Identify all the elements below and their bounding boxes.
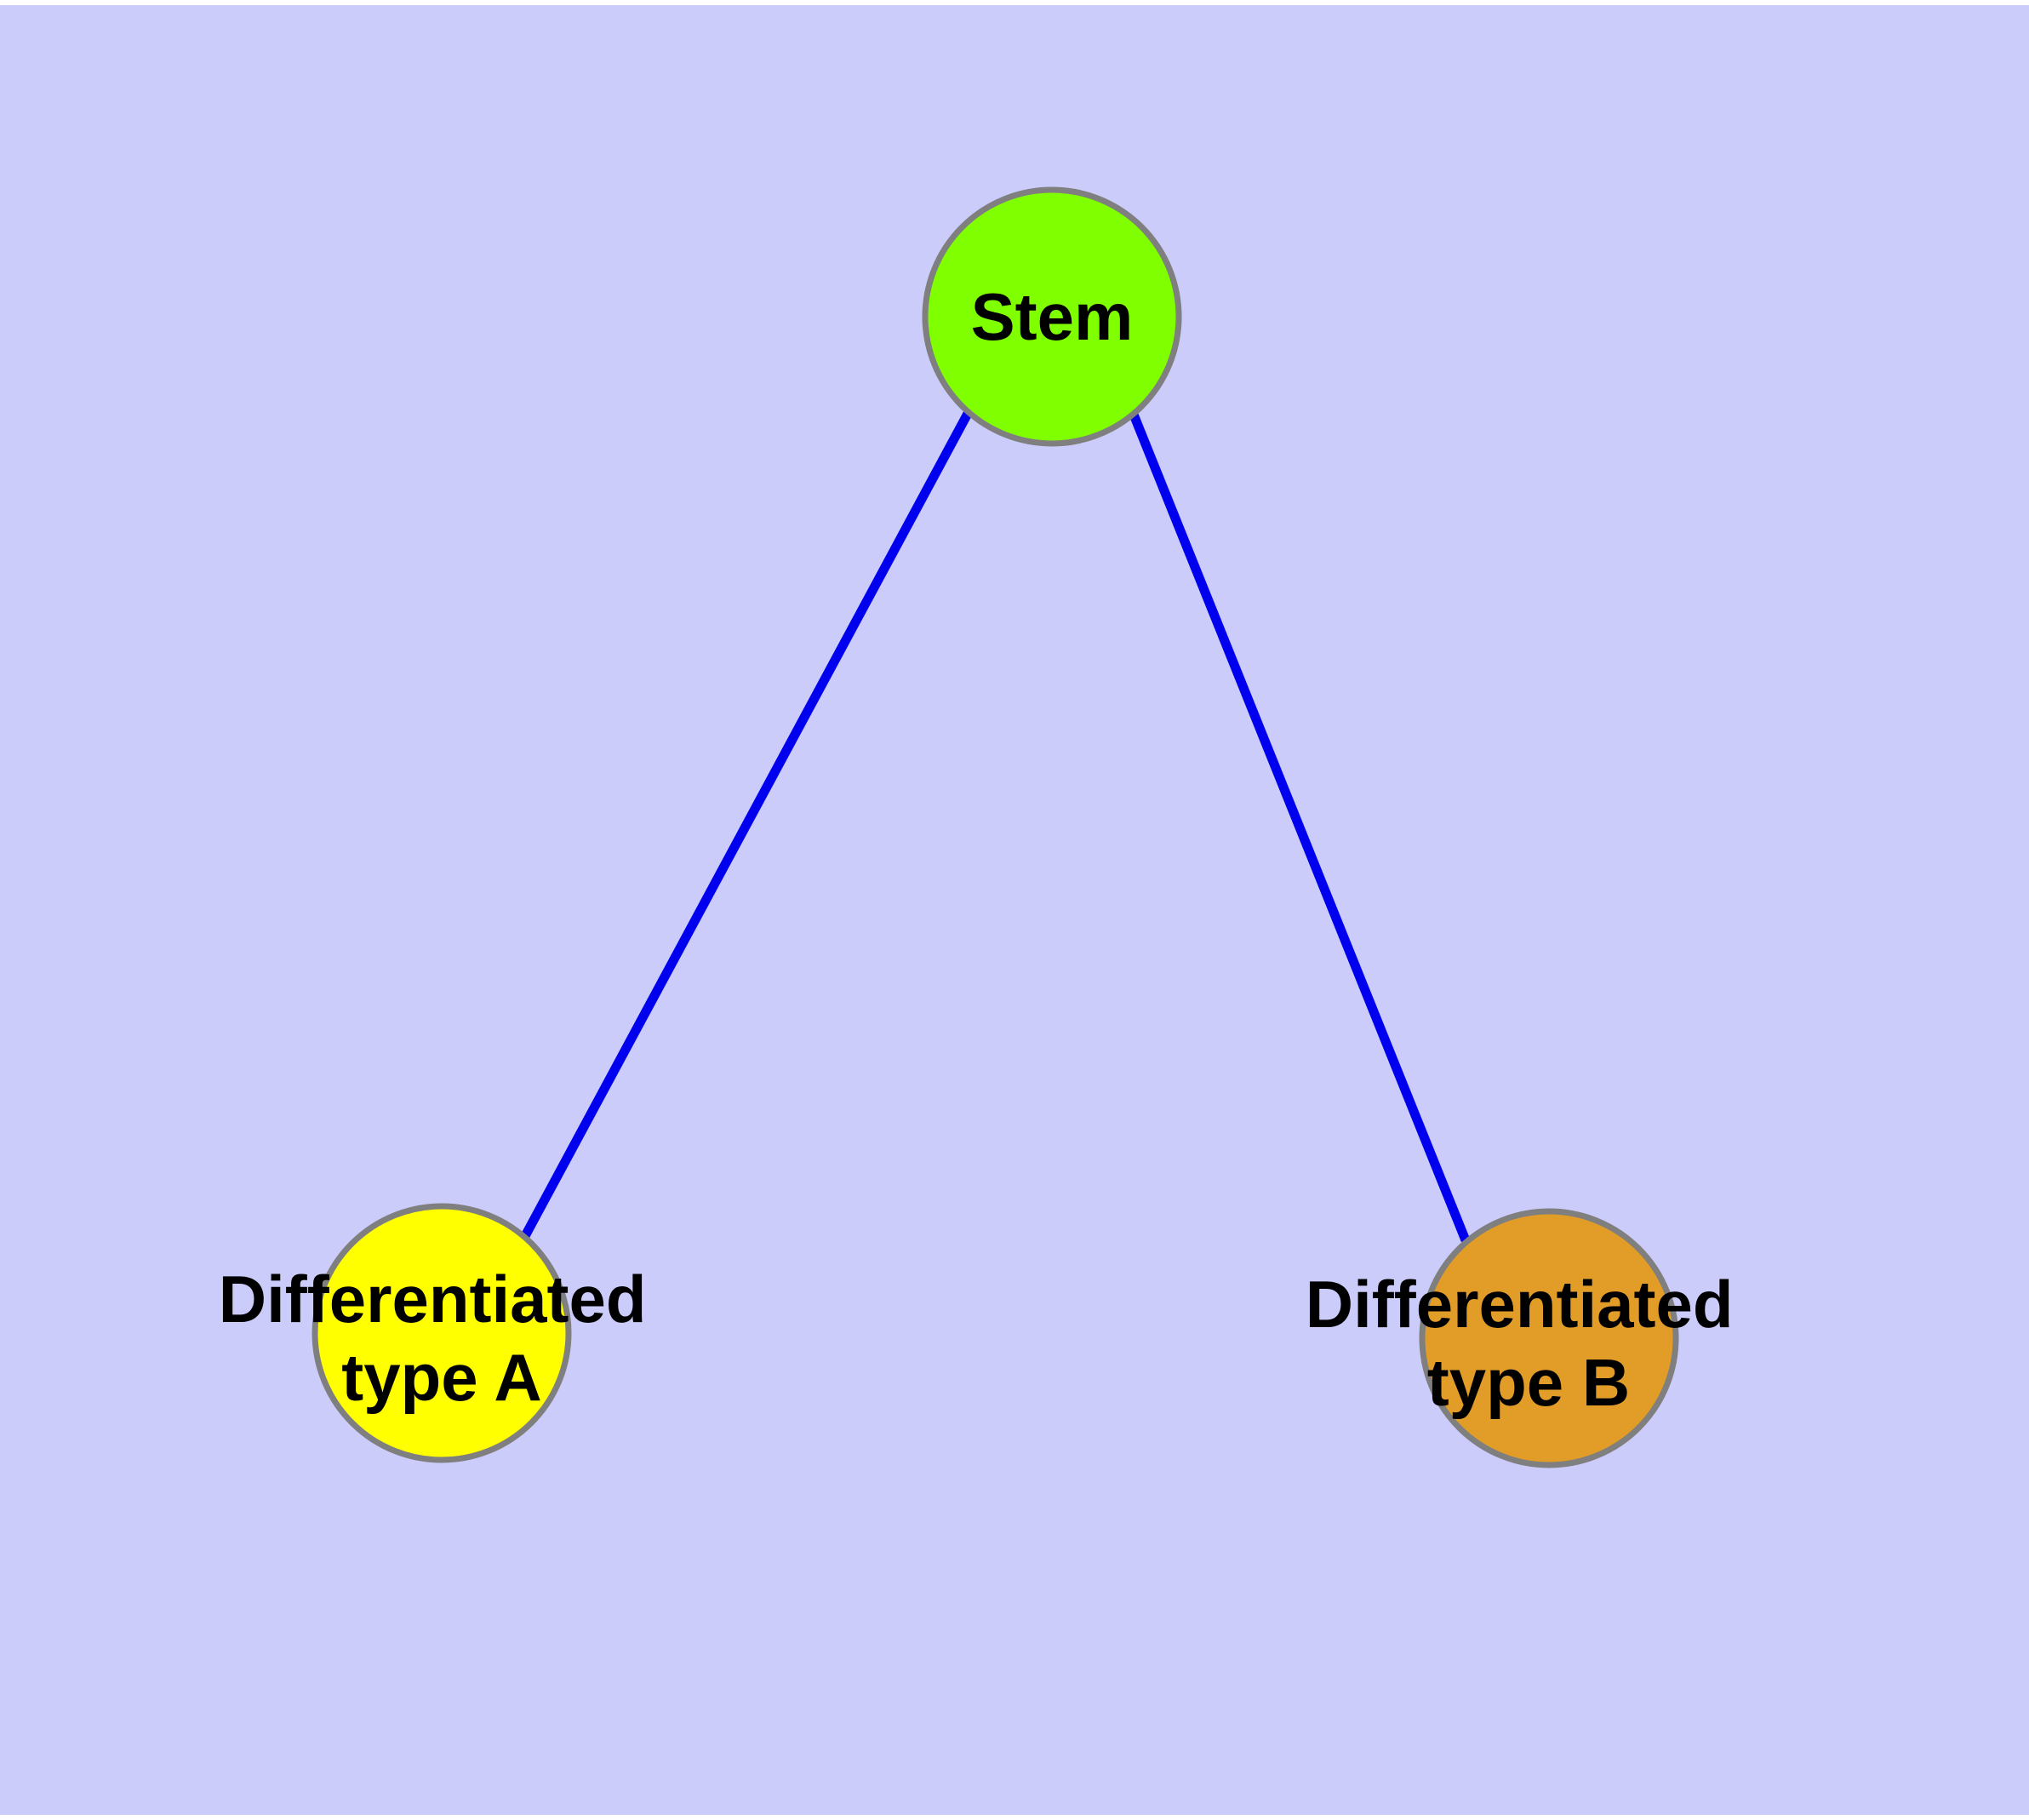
node-diff-b-circle[interactable] [1419, 1208, 1679, 1468]
node-diff-a[interactable]: Differentiated type A [219, 1203, 665, 1463]
node-diff-b[interactable]: Differentiated type B [1306, 1208, 1752, 1468]
node-diff-b-label: Differentiated type B [1306, 1267, 1752, 1420]
node-diff-a-circle[interactable] [311, 1203, 572, 1463]
edge-stem-to-diff-b[interactable] [1127, 408, 1471, 1243]
node-diff-a-label: Differentiated type A [219, 1262, 665, 1415]
edge-stem-to-diff-a[interactable] [521, 409, 973, 1239]
node-stem-label: Stem [971, 279, 1134, 354]
node-stem[interactable]: Stem [922, 186, 1182, 447]
edge-layer [521, 408, 1471, 1243]
node-stem-circle[interactable] [922, 186, 1182, 447]
node-layer: Stem Differentiated type A Differentiate… [219, 186, 1752, 1468]
